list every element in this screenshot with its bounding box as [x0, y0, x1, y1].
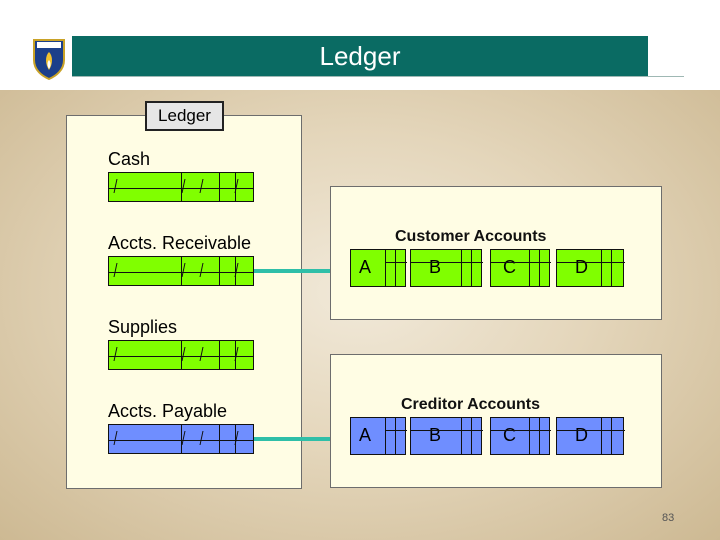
customer-account-c: C: [490, 249, 551, 287]
creditor-account-a-letter: A: [359, 425, 372, 445]
creditor-account-c: C: [490, 417, 551, 455]
customer-account-c-letter: C: [503, 257, 516, 277]
payable-connector: [254, 437, 350, 441]
customer-account-a: A: [350, 249, 407, 287]
creditor-account-d-letter: D: [575, 425, 588, 445]
accounts-payable-t-account: [108, 424, 254, 454]
supplies-label: Supplies: [108, 317, 178, 337]
page-number: 83: [662, 512, 675, 524]
receivable-connector: [254, 269, 350, 273]
customer-account-a-letter: A: [359, 257, 372, 277]
cash-t-account: [108, 172, 254, 202]
customer-account-d: D: [556, 249, 625, 287]
customer-account-b: B: [410, 249, 483, 287]
creditor-account-b-letter: B: [429, 425, 442, 445]
ledger-tab: Ledger: [145, 101, 224, 131]
accounts-receivable-label: Accts. Receivable: [108, 233, 252, 253]
creditor-account-b: B: [410, 417, 483, 455]
customer-accounts-title: Customer Accounts: [395, 228, 547, 245]
accounts-receivable-t-account: [108, 256, 254, 286]
title-bar: Ledger: [72, 36, 648, 76]
supplies-t-account: [108, 340, 254, 370]
accounts-payable-label: Accts. Payable: [108, 401, 228, 421]
cash-label: Cash: [108, 149, 151, 169]
creditor-account-a: A: [350, 417, 407, 455]
creditor-accounts-title: Creditor Accounts: [401, 396, 540, 413]
creditor-account-c-letter: C: [503, 425, 516, 445]
customer-account-d-letter: D: [575, 257, 588, 277]
page-title: Ledger: [319, 40, 401, 71]
customer-account-b-letter: B: [429, 257, 442, 277]
amity-university-crest-icon: [33, 39, 65, 80]
title-divider: [72, 76, 684, 77]
creditor-account-d: D: [556, 417, 625, 455]
